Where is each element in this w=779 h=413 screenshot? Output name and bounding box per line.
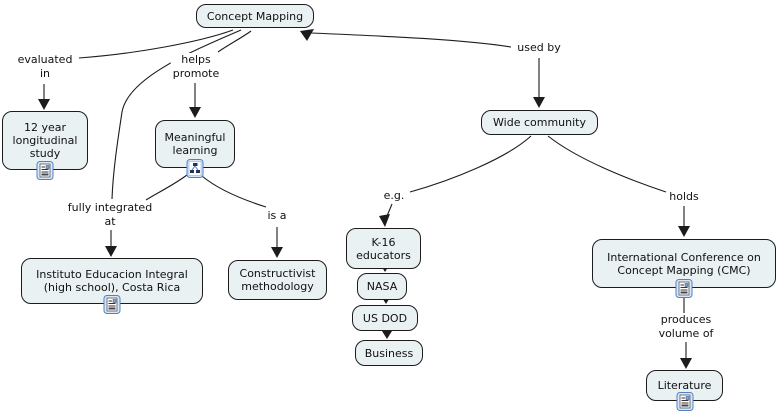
node-wide-community[interactable]: Wide community <box>481 110 598 135</box>
node-label: Meaningful learning <box>164 131 226 157</box>
node-meaningful-learning[interactable]: Meaningful learning <box>155 120 235 178</box>
node-label: Business <box>364 346 414 360</box>
edge-produces-literature-arrow <box>680 342 692 369</box>
edge-usedby-widecommunity-arrow <box>533 58 545 108</box>
node-label: International Conference on Concept Mapp… <box>607 250 761 277</box>
linking-phrase-holds[interactable]: holds <box>667 190 701 204</box>
linking-phrase-eg[interactable]: e.g. <box>381 189 407 203</box>
edge-conceptmapping-helpspromote <box>217 30 252 53</box>
node-k16-educators[interactable]: K-16 educators <box>346 228 421 269</box>
node-label: Constructivist methodology <box>239 267 316 293</box>
edge-eg-k16-arrow <box>379 203 393 227</box>
node-label: Instituto Educacion Integral (high schoo… <box>36 268 188 294</box>
node-cmc-conference[interactable]: International Conference on Concept Mapp… <box>592 239 776 298</box>
document-resource-icon[interactable] <box>36 161 54 180</box>
node-label: K-16 educators <box>356 235 411 262</box>
linking-phrase-used-by[interactable]: used by <box>515 41 563 55</box>
document-resource-icon[interactable] <box>676 392 693 411</box>
edge-helpspromote-meaningful-arrow <box>189 83 201 118</box>
edge-evaluatedin-study-arrow <box>38 84 50 110</box>
linking-phrase-fully-integrated-at[interactable]: fully integrated at <box>65 201 155 229</box>
node-label: US DOD <box>362 311 408 325</box>
edge-widecommunity-eg <box>409 135 532 193</box>
edge-holds-cmc-arrow <box>678 206 690 237</box>
edge-meaningful-isa <box>201 175 267 208</box>
linking-phrase-is-a[interactable]: is a <box>265 209 289 223</box>
document-resource-icon[interactable] <box>675 279 693 298</box>
node-label: 12 year longitudinal study <box>12 121 78 160</box>
edge-isa-constructivist-arrow <box>271 227 283 258</box>
node-us-dod[interactable]: US DOD <box>352 305 418 331</box>
edge-conceptmapping-evaluatedin <box>78 29 234 59</box>
edge-usedby-conceptmapping-arrow <box>300 29 512 48</box>
edge-meaningful-fullyintegrated <box>145 174 188 201</box>
node-nasa[interactable]: NASA <box>357 273 407 300</box>
cmap-resource-icon[interactable] <box>186 159 204 178</box>
node-constructivist-methodology[interactable]: Constructivist methodology <box>228 260 327 300</box>
linking-phrase-produces-volume-of[interactable]: produces volume of <box>656 313 716 341</box>
node-literature[interactable]: Literature <box>646 370 723 411</box>
node-label: Wide community <box>493 116 586 129</box>
node-label: Concept Mapping <box>206 9 304 23</box>
edge-conceptmapping-fullyintegrated <box>111 29 242 200</box>
linking-phrase-helps-promote[interactable]: helps promote <box>170 53 222 81</box>
node-instituto-educacion[interactable]: Instituto Educacion Integral (high schoo… <box>21 258 203 314</box>
node-label: Literature <box>657 379 712 392</box>
node-concept-mapping[interactable]: Concept Mapping <box>196 4 314 28</box>
edge-fullyintegrated-instituto-arrow <box>105 230 117 257</box>
node-12-year-study[interactable]: 12 year longitudinal study <box>2 111 88 180</box>
node-business[interactable]: Business <box>355 340 423 366</box>
document-resource-icon[interactable] <box>103 295 121 314</box>
edge-widecommunity-holds <box>547 135 667 193</box>
node-label: NASA <box>366 280 398 293</box>
linking-phrase-evaluated-in[interactable]: evaluated in <box>15 53 75 81</box>
